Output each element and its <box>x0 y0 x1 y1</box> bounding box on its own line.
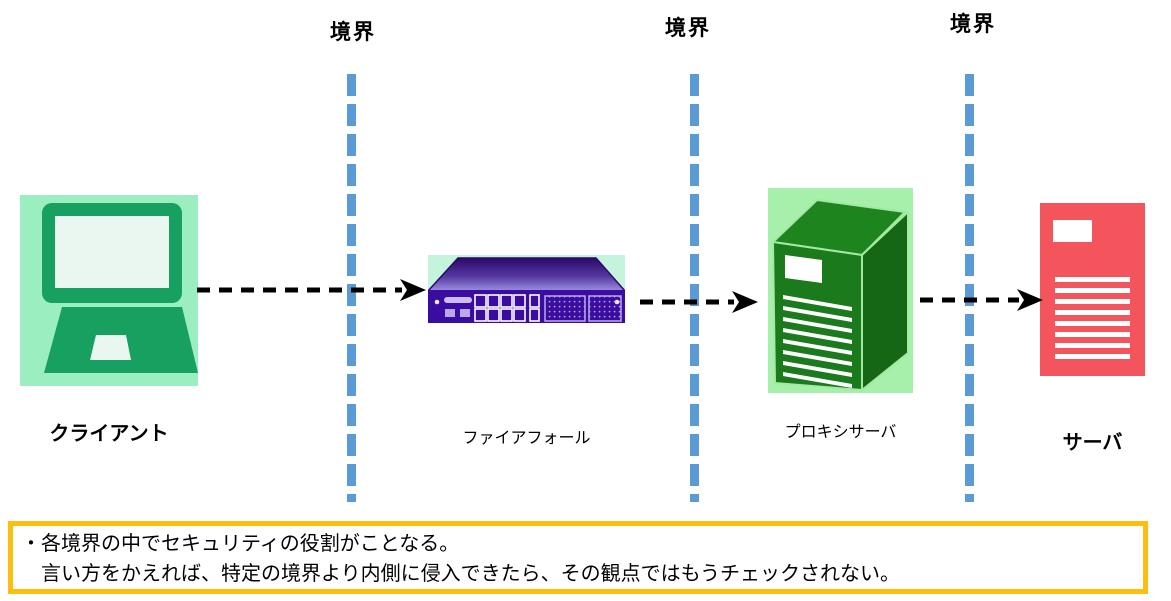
proxy-label: プロキシサーバ <box>784 424 897 441</box>
boundary-label-2: 境界 <box>665 17 711 40</box>
boundary-line-3 <box>965 74 974 502</box>
firewall-icon <box>428 255 625 323</box>
server-label: サーバ <box>1062 432 1123 454</box>
boundary-label-3: 境界 <box>950 13 996 36</box>
note-line-1: ・各境界の中でセキュリティの役割がことなる。 <box>21 533 460 555</box>
proxy-server-icon <box>768 188 913 393</box>
laptop-icon <box>20 195 198 386</box>
server-icon <box>1040 203 1145 376</box>
client-label: クライアント <box>49 423 169 445</box>
note-line-2: 言い方をかえれば、特定の境界より内側に侵入できたら、その観点ではもうチェックされ… <box>21 563 900 585</box>
note-box: ・各境界の中でセキュリティの役割がことなる。 言い方をかえれば、特定の境界より内… <box>8 521 1148 594</box>
boundary-line-2 <box>690 74 699 502</box>
boundary-line-1 <box>347 74 356 502</box>
boundary-label-1: 境界 <box>330 21 376 44</box>
firewall-label: ファイアフォール <box>462 430 591 447</box>
